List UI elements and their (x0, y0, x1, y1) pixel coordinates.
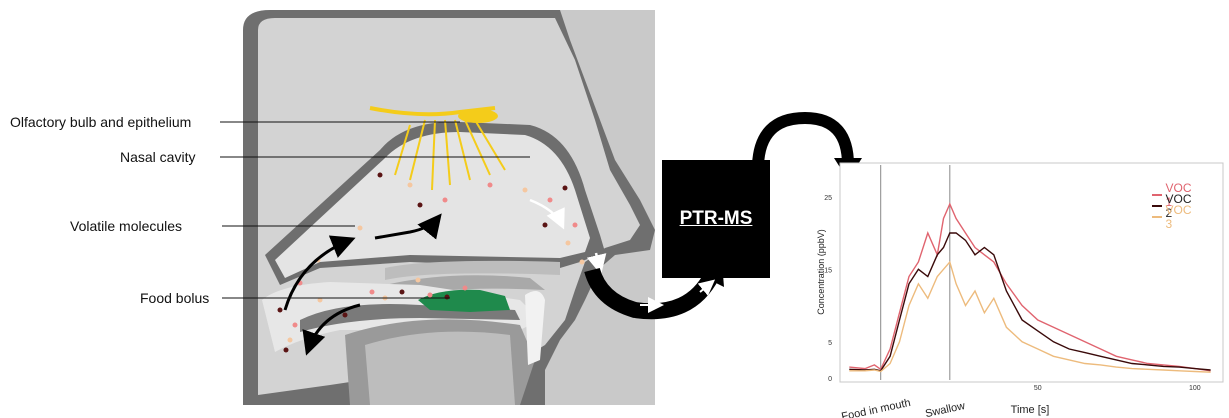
event-label: Swallow (924, 400, 966, 418)
y-axis-label: Concentration (ppbV) (816, 229, 826, 315)
ptrms-label: PTR-MS (672, 208, 760, 230)
y-tick-label: 25 (824, 195, 832, 202)
legend-swatch (1152, 216, 1162, 218)
label-olfactory: Olfactory bulb and epithelium (10, 114, 191, 130)
x-tick-label: 50 (1034, 385, 1042, 392)
y-tick-label: 5 (828, 340, 832, 347)
x-tick-label: 100 (1189, 385, 1201, 392)
label-nasal-cavity: Nasal cavity (120, 149, 195, 165)
x-axis-label: Time [s] (1011, 404, 1050, 416)
legend-item: VOC 3 (1152, 203, 1194, 231)
event-label: Food in mouth (840, 397, 911, 418)
label-food-bolus: Food bolus (140, 290, 209, 306)
label-volatile-molecules: Volatile molecules (70, 218, 182, 234)
head-cross-section (243, 10, 655, 405)
legend-label: VOC 3 (1166, 203, 1195, 231)
arrow-to-chart (758, 118, 848, 165)
y-tick-label: 0 (828, 376, 832, 383)
